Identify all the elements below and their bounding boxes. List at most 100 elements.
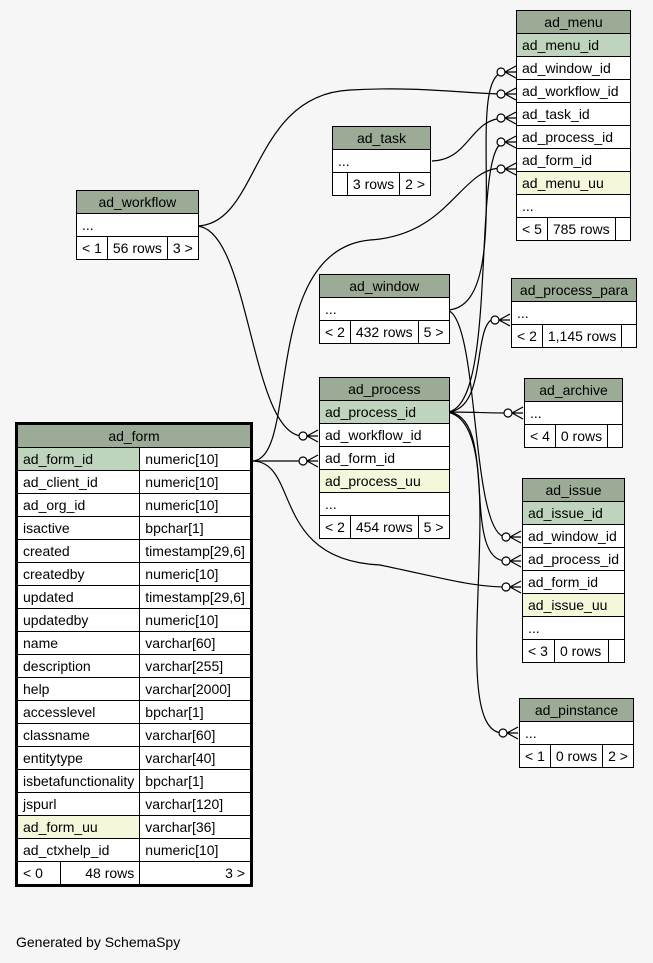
column-type: varchar[120] (139, 792, 251, 816)
table-ad-archive[interactable]: ad_archive ... < 4 0 rows (524, 378, 623, 448)
column-row: ad_menu_id (516, 33, 631, 57)
more-columns: ... (76, 213, 199, 237)
table-title[interactable]: ad_issue (521, 478, 626, 502)
more-columns: ... (519, 721, 634, 745)
table-ad-workflow[interactable]: ad_workflow ... < 1 56 rows 3 > (76, 190, 199, 260)
column-type: numeric[10] (139, 608, 251, 632)
edge-workflow-process (195, 225, 304, 437)
children-link[interactable]: 5 > (417, 320, 450, 344)
column-name: createdby (16, 562, 141, 586)
table-title[interactable]: ad_workflow (76, 190, 199, 214)
parents-link[interactable]: < 1 (519, 744, 551, 768)
children-link[interactable]: 2 > (399, 172, 431, 196)
column-row: ad_form_id (319, 446, 450, 470)
table-title[interactable]: ad_window (319, 274, 450, 298)
column-row: ad_issue_id (521, 501, 626, 525)
table-title[interactable]: ad_pinstance (519, 698, 634, 722)
row-count: 0 rows (549, 744, 604, 768)
column-row: ad_task_id (516, 102, 631, 126)
parents-link[interactable]: < 0 (16, 861, 62, 885)
edge-process-archive (445, 411, 509, 414)
parents-link[interactable] (332, 172, 348, 196)
table-ad-process[interactable]: ad_process ad_process_id ad_workflow_id … (319, 377, 450, 539)
footer-credit: Generated by SchemaSpy (16, 934, 181, 950)
children-link[interactable]: 2 > (602, 744, 634, 768)
more-columns: ... (521, 616, 626, 640)
more-columns: ... (511, 301, 637, 325)
column-name: accesslevel (16, 700, 141, 724)
table-ad-pinstance[interactable]: ad_pinstance ... < 1 0 rows 2 > (519, 698, 634, 768)
edge-form-menu (251, 167, 503, 462)
column-name: isactive (16, 516, 141, 540)
table-title[interactable]: ad_process (319, 377, 450, 401)
table-ad-menu[interactable]: ad_menu ad_menu_id ad_window_id ad_workf… (516, 10, 632, 241)
column-name: ad_form_id (16, 447, 141, 471)
column-name: updatedby (16, 608, 141, 632)
column-type: varchar[40] (139, 746, 251, 770)
children-link[interactable] (614, 217, 632, 241)
row-count: 48 rows (60, 861, 141, 885)
column-name: ad_org_id (16, 493, 141, 517)
more-columns: ... (516, 194, 631, 218)
children-link[interactable]: 3 > (166, 236, 199, 260)
parents-link[interactable]: < 5 (516, 217, 548, 241)
column-row: ad_workflow_id (319, 423, 450, 447)
table-ad-process-para[interactable]: ad_process_para ... < 2 1,145 rows (511, 278, 637, 348)
column-name: updated (16, 585, 141, 609)
table-ad-issue[interactable]: ad_issue ad_issue_id ad_window_id ad_pro… (521, 478, 626, 663)
parents-link[interactable]: < 1 (76, 236, 108, 260)
children-link[interactable] (607, 424, 623, 448)
parents-link[interactable]: < 2 (511, 324, 543, 348)
table-title[interactable]: ad_form (17, 424, 251, 448)
column-type: varchar[2000] (139, 677, 251, 701)
column-name: ad_client_id (16, 470, 141, 494)
table-ad-window[interactable]: ad_window ... < 2 432 rows 5 > (319, 274, 450, 344)
column-name: entitytype (16, 746, 141, 770)
parents-link[interactable]: < 2 (319, 320, 351, 344)
column-name: ad_form_uu (16, 815, 141, 839)
row-count: 0 rows (553, 639, 610, 663)
edge-workflow-menu (195, 88, 506, 227)
edge-window-issue (445, 309, 507, 538)
table-ad-task[interactable]: ad_task ... 3 rows 2 > (332, 126, 431, 196)
column-row: ad_form_id (516, 148, 631, 172)
parents-link[interactable]: < 4 (524, 424, 556, 448)
column-name: classname (16, 723, 141, 747)
table-title[interactable]: ad_menu (516, 10, 631, 34)
column-type: numeric[10] (139, 493, 251, 517)
table-title[interactable]: ad_archive (524, 378, 623, 402)
column-type: numeric[10] (139, 447, 251, 471)
children-link[interactable]: 3 > (139, 861, 251, 885)
edge-form-issue (251, 460, 507, 588)
column-row: ad_process_id (521, 547, 626, 571)
more-columns: ... (524, 401, 623, 425)
table-title[interactable]: ad_process_para (511, 278, 637, 302)
parents-link[interactable]: < 2 (319, 515, 351, 539)
parents-link[interactable]: < 3 (522, 639, 555, 663)
more-columns: ... (319, 492, 450, 516)
column-type: numeric[10] (139, 470, 251, 494)
column-row: ad_issue_uu (521, 593, 626, 617)
children-link[interactable] (621, 324, 637, 348)
column-type: bpchar[1] (139, 769, 251, 793)
column-type: timestamp[29,6] (139, 585, 251, 609)
table-title[interactable]: ad_task (332, 126, 431, 150)
children-link[interactable]: 5 > (417, 515, 450, 539)
row-count: 454 rows (349, 515, 419, 539)
column-row: ad_menu_uu (516, 171, 631, 195)
column-name: description (16, 654, 141, 678)
row-count: 3 rows (346, 172, 401, 196)
children-link[interactable] (608, 639, 626, 663)
